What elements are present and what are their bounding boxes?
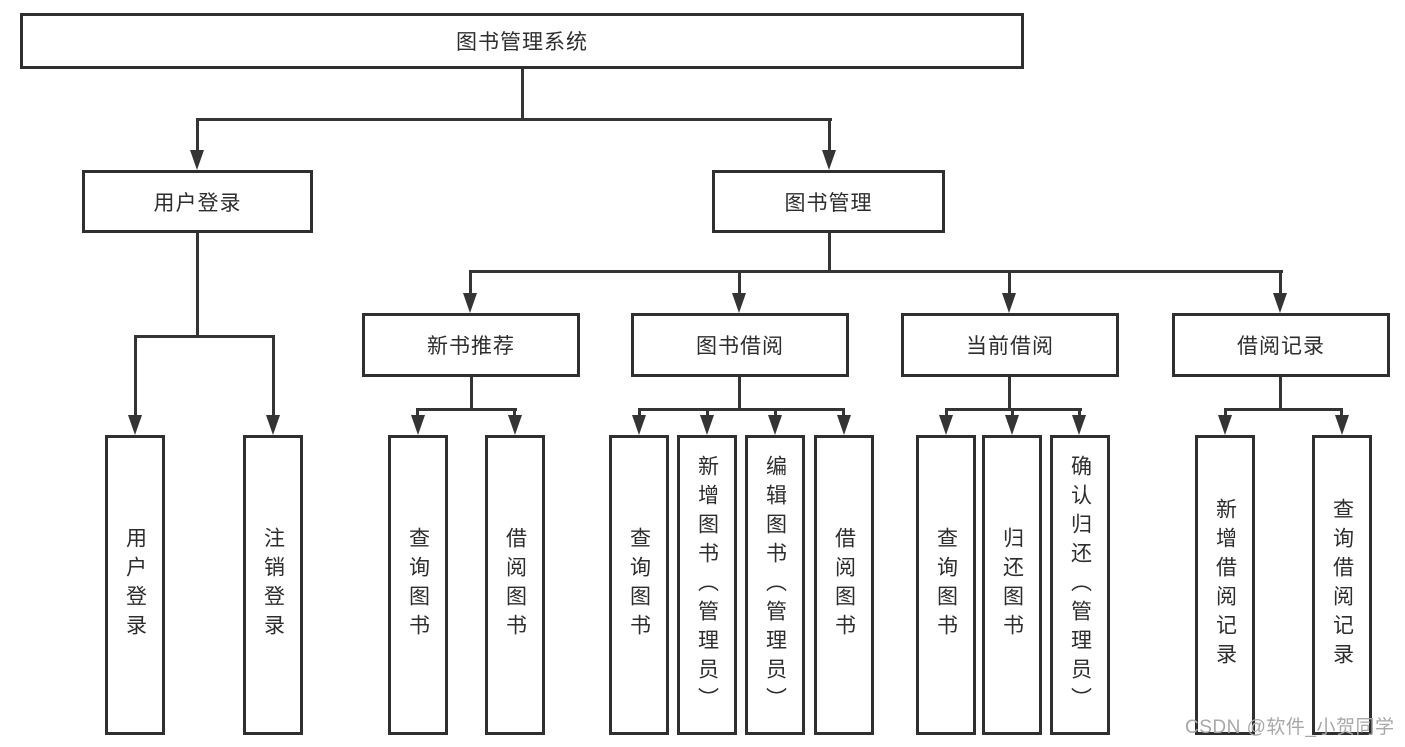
leaf-query-books-borrow: 查询图书 (609, 435, 669, 735)
arrow-down-icon (190, 150, 204, 170)
connector-line (521, 69, 524, 118)
arrow-down-icon (632, 415, 646, 435)
leaf-query-borrow-record: 查询借阅记录 (1312, 435, 1372, 735)
leaf-edit-books-admin: 编辑图书（管理员） (745, 435, 805, 735)
leaf-label: 新增图书（管理员） (695, 454, 719, 716)
connector-line (469, 270, 472, 295)
connector-line (1279, 377, 1282, 411)
leaf-label: 编辑图书（管理员） (763, 454, 787, 716)
leaf-label: 查询图书 (406, 527, 430, 643)
leaf-logout: 注销登录 (243, 435, 303, 735)
arrow-down-icon (1273, 293, 1287, 313)
connector-line (416, 408, 419, 418)
connector-line (1078, 408, 1081, 418)
connector-line (828, 118, 831, 152)
connector-line (1008, 377, 1011, 411)
leaf-confirm-return-admin: 确认归还（管理员） (1050, 435, 1110, 735)
arrow-down-icon (508, 415, 522, 435)
connector-line (1008, 270, 1011, 295)
arrow-down-icon (411, 415, 425, 435)
connector-line (738, 270, 741, 295)
connector-line (774, 408, 777, 418)
leaf-label: 借阅图书 (503, 527, 527, 643)
leaf-user-login: 用户登录 (105, 435, 165, 735)
connector-line (842, 408, 845, 418)
connector-line (196, 118, 832, 121)
leaf-label: 查询图书 (934, 527, 958, 643)
connector-line (1340, 408, 1343, 418)
arrow-down-icon (1005, 415, 1019, 435)
node-borrow-records: 借阅记录 (1172, 313, 1390, 377)
connector-line (638, 408, 845, 411)
connector-line (416, 408, 517, 411)
node-root: 图书管理系统 (20, 13, 1024, 69)
leaf-label: 确认归还（管理员） (1068, 454, 1092, 716)
arrow-down-icon (837, 415, 851, 435)
arrow-down-icon (463, 293, 477, 313)
leaf-add-borrow-record: 新增借阅记录 (1195, 435, 1255, 735)
node-current-borrow: 当前借阅 (901, 313, 1119, 377)
connector-line (945, 408, 948, 418)
arrow-down-icon (822, 150, 836, 170)
connector-line (706, 408, 709, 418)
leaf-label: 查询借阅记录 (1330, 498, 1354, 672)
arrow-down-icon (266, 415, 280, 435)
leaf-borrow-books: 借阅图书 (814, 435, 874, 735)
leaf-label: 用户登录 (123, 527, 147, 643)
arrow-down-icon (1218, 415, 1232, 435)
connector-line (513, 408, 516, 418)
connector-line (1011, 408, 1014, 418)
connector-line (134, 335, 275, 338)
node-book-borrow: 图书借阅 (631, 313, 849, 377)
connector-line (738, 377, 741, 411)
leaf-label: 归还图书 (1000, 527, 1024, 643)
leaf-query-books-current: 查询图书 (916, 435, 976, 735)
leaf-label: 新增借阅记录 (1213, 498, 1237, 672)
arrow-down-icon (732, 293, 746, 313)
connector-line (196, 233, 199, 335)
connector-line (470, 377, 473, 411)
node-book-management: 图书管理 (712, 170, 945, 233)
arrow-down-icon (1002, 293, 1016, 313)
connector-line (196, 118, 199, 152)
node-new-book-recommend: 新书推荐 (362, 313, 580, 377)
connector-line (638, 408, 641, 418)
leaf-add-books-admin: 新增图书（管理员） (677, 435, 737, 735)
arrow-down-icon (1335, 415, 1349, 435)
arrow-down-icon (128, 415, 142, 435)
connector-line (272, 335, 275, 415)
node-user-login: 用户登录 (82, 170, 313, 233)
connector-line (469, 270, 1283, 273)
connector-line (134, 335, 137, 415)
connector-line (1279, 270, 1282, 295)
arrow-down-icon (700, 415, 714, 435)
leaf-label: 查询图书 (627, 527, 651, 643)
leaf-label: 借阅图书 (832, 527, 856, 643)
arrow-down-icon (1072, 415, 1086, 435)
leaf-return-books: 归还图书 (982, 435, 1042, 735)
connector-line (828, 233, 831, 273)
leaf-label: 注销登录 (261, 527, 285, 643)
arrow-down-icon (768, 415, 782, 435)
leaf-borrow-books-recommend: 借阅图书 (485, 435, 545, 735)
csdn-watermark: CSDN @软件_小贺同学 (1185, 717, 1395, 738)
arrow-down-icon (939, 415, 953, 435)
connector-line (1224, 408, 1227, 418)
connector-line (1224, 408, 1343, 411)
leaf-query-books-recommend: 查询图书 (388, 435, 448, 735)
